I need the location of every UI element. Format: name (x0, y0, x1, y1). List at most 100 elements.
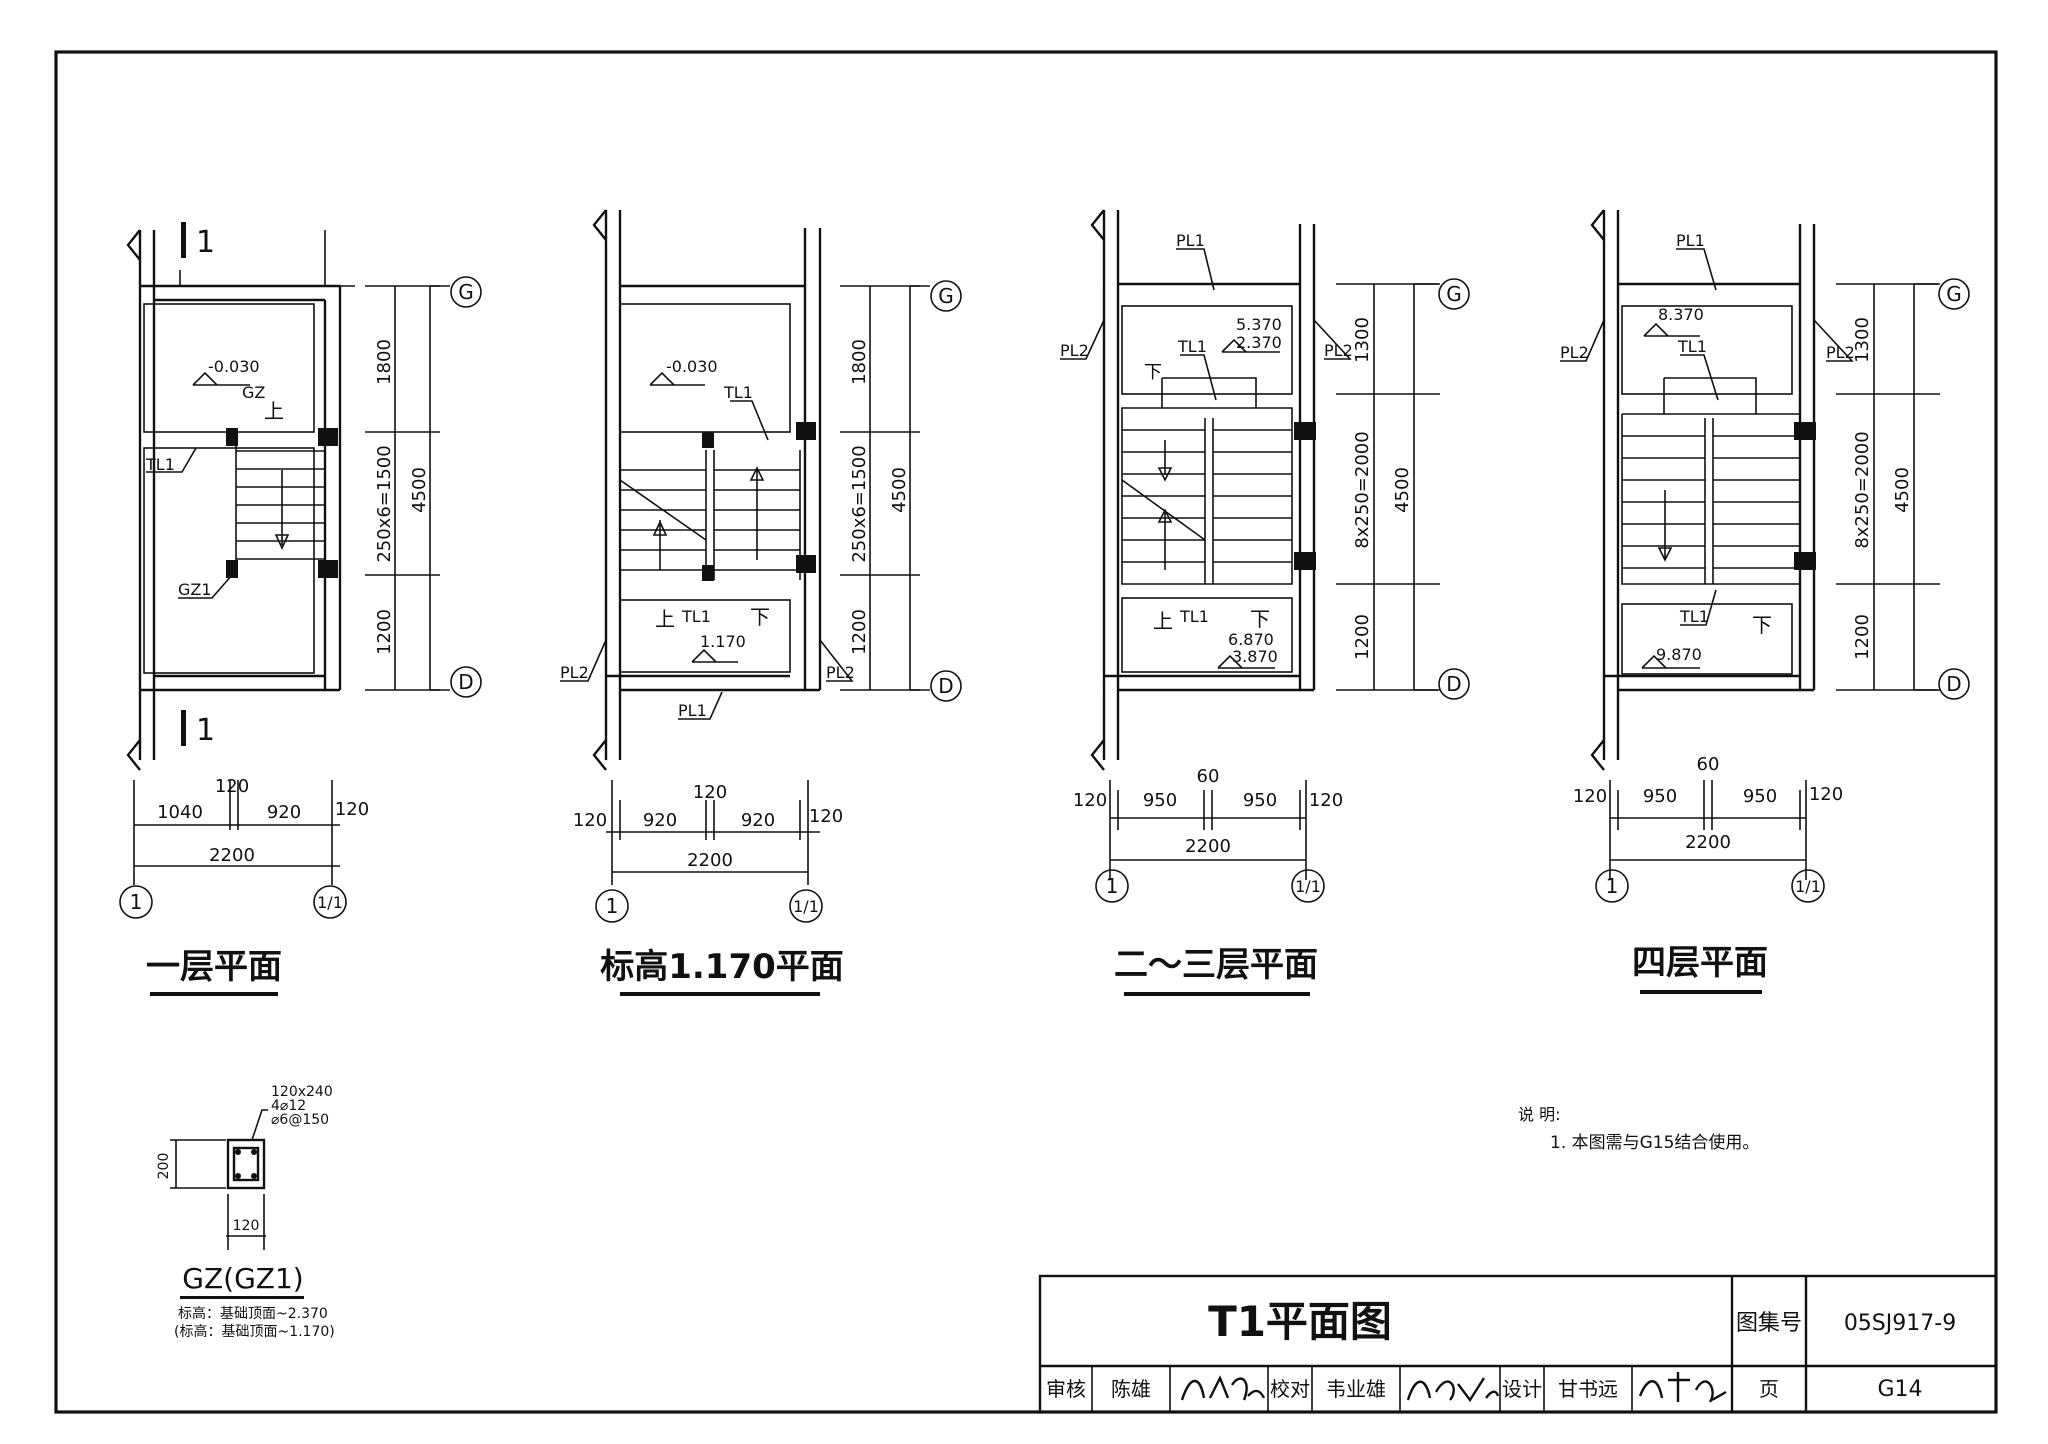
pl2-label: PL2 (1060, 341, 1089, 360)
stair-flight (235, 432, 326, 575)
dim-1300: 1300 (1852, 317, 1873, 363)
dim-1200: 1200 (374, 609, 395, 655)
column (318, 428, 338, 446)
title-block-frame (1038, 1274, 1998, 1414)
break-lines (1090, 209, 1105, 771)
section-mark-top (181, 222, 186, 258)
dim-1200: 1200 (1352, 614, 1373, 660)
down-label: 下 (1250, 607, 1270, 631)
dim-2200: 2200 (209, 845, 255, 866)
dim-steps: 8x250=2000 (1852, 431, 1873, 548)
column-note-2: (标高：基础顶面~1.170) (174, 1323, 335, 1340)
column (318, 560, 338, 578)
column (1294, 552, 1316, 570)
column-rebar-main: 4⌀12 (271, 1098, 306, 1114)
plan-fourth-floor: PL1 8.370 TL1 PL2 PL2 TL1 下 9.870 1300 8… (1560, 209, 1970, 994)
title-underline (180, 1296, 304, 1299)
section-mark-label: 1 (196, 713, 215, 748)
axis-label-1-1: 1/1 (1295, 877, 1321, 896)
axis-label-1-1: 1/1 (793, 897, 819, 916)
axis-label-g: G (938, 284, 954, 308)
axis-bubble-1 (595, 889, 629, 923)
dim-120: 120 (1309, 790, 1343, 811)
dim-steps: 250x6=1500 (849, 445, 870, 562)
vert-dim-lines (1336, 283, 1440, 691)
page-label: 页 (1759, 1377, 1779, 1401)
dim-total: 4500 (1892, 467, 1913, 513)
walls (1602, 210, 1816, 760)
pl2-label: PL2 (1560, 343, 1589, 362)
break-lines (1590, 209, 1605, 771)
axis-bubble-1-1 (313, 885, 347, 919)
stair-flights (1621, 377, 1800, 585)
leader (730, 400, 769, 441)
break-lines (592, 209, 607, 771)
dim-920: 920 (267, 802, 301, 823)
leader (1680, 354, 1719, 401)
column-stirrup (232, 1146, 260, 1182)
axis-label-1: 1 (130, 890, 143, 914)
dim-total: 4500 (1392, 467, 1413, 513)
vert-dim-lines (1836, 283, 1940, 691)
dim-920: 920 (643, 810, 677, 831)
axis-label-d: D (938, 674, 953, 698)
column-rebar-tie: ⌀6@150 (271, 1112, 329, 1128)
top-landing (1621, 305, 1793, 395)
leader (1676, 248, 1717, 291)
dim-lines (170, 1139, 226, 1189)
elevation-label: -0.030 (666, 357, 718, 376)
tl1-label: TL1 (1679, 607, 1709, 626)
checker-name: 韦业雄 (1326, 1377, 1386, 1401)
dim-120: 120 (1573, 786, 1607, 807)
axis-bubble-1 (119, 885, 153, 919)
leader (678, 691, 723, 720)
column-title: GZ(GZ1) (182, 1262, 303, 1295)
dim-950: 950 (1643, 786, 1677, 807)
elevation-label: 3.870 (1232, 647, 1278, 666)
review-label: 审核 (1046, 1377, 1086, 1401)
sheet-title: T1平面图 (1208, 1297, 1392, 1346)
dim-1800: 1800 (849, 339, 870, 385)
title-underline (620, 992, 820, 996)
dim-950: 950 (1143, 790, 1177, 811)
up-label: 上 (1153, 609, 1173, 633)
page-number: G14 (1877, 1377, 1922, 1402)
down-label: 下 (1752, 613, 1772, 637)
axis-bubble-d (1438, 668, 1470, 700)
elevation-label: 8.370 (1658, 305, 1704, 324)
tl1-label: TL1 (1179, 607, 1209, 626)
stair-flights (1121, 377, 1293, 585)
column (1294, 422, 1316, 440)
atlas-label: 图集号 (1736, 1311, 1802, 1336)
column-size: 120x240 (271, 1084, 333, 1100)
leader (1813, 319, 1854, 362)
checker-signature (1406, 1377, 1500, 1403)
axis-bubble-d (1938, 668, 1970, 700)
section-mark-bottom (181, 710, 186, 746)
dim-1800: 1800 (374, 339, 395, 385)
up-label: 上 (655, 607, 675, 631)
title-underline (1124, 992, 1310, 996)
horiz-dim-lines (1109, 780, 1307, 880)
notes-heading: 说 明: (1518, 1105, 1560, 1124)
sheet-border (54, 50, 1998, 1414)
down-label: 下 (750, 605, 770, 629)
dim-60: 60 (1197, 766, 1220, 787)
dim-120: 120 (1809, 784, 1843, 805)
walls (604, 210, 822, 760)
bottom-room (1621, 603, 1793, 675)
pl2-label: PL2 (560, 663, 589, 682)
designer-signature (1638, 1372, 1727, 1403)
dim-120: 120 (233, 1218, 260, 1234)
vert-dim-lines (365, 285, 440, 691)
dim-120: 120 (693, 782, 727, 803)
leader (1313, 319, 1352, 360)
break-lines (126, 229, 141, 771)
horiz-dim-lines (606, 780, 820, 885)
axis-bubble-d (930, 670, 962, 702)
check-label: 校对 (1270, 1377, 1310, 1401)
horiz-dim-lines (1609, 780, 1807, 880)
dim-120: 120 (215, 776, 249, 797)
axis-label-d: D (1946, 672, 1961, 696)
